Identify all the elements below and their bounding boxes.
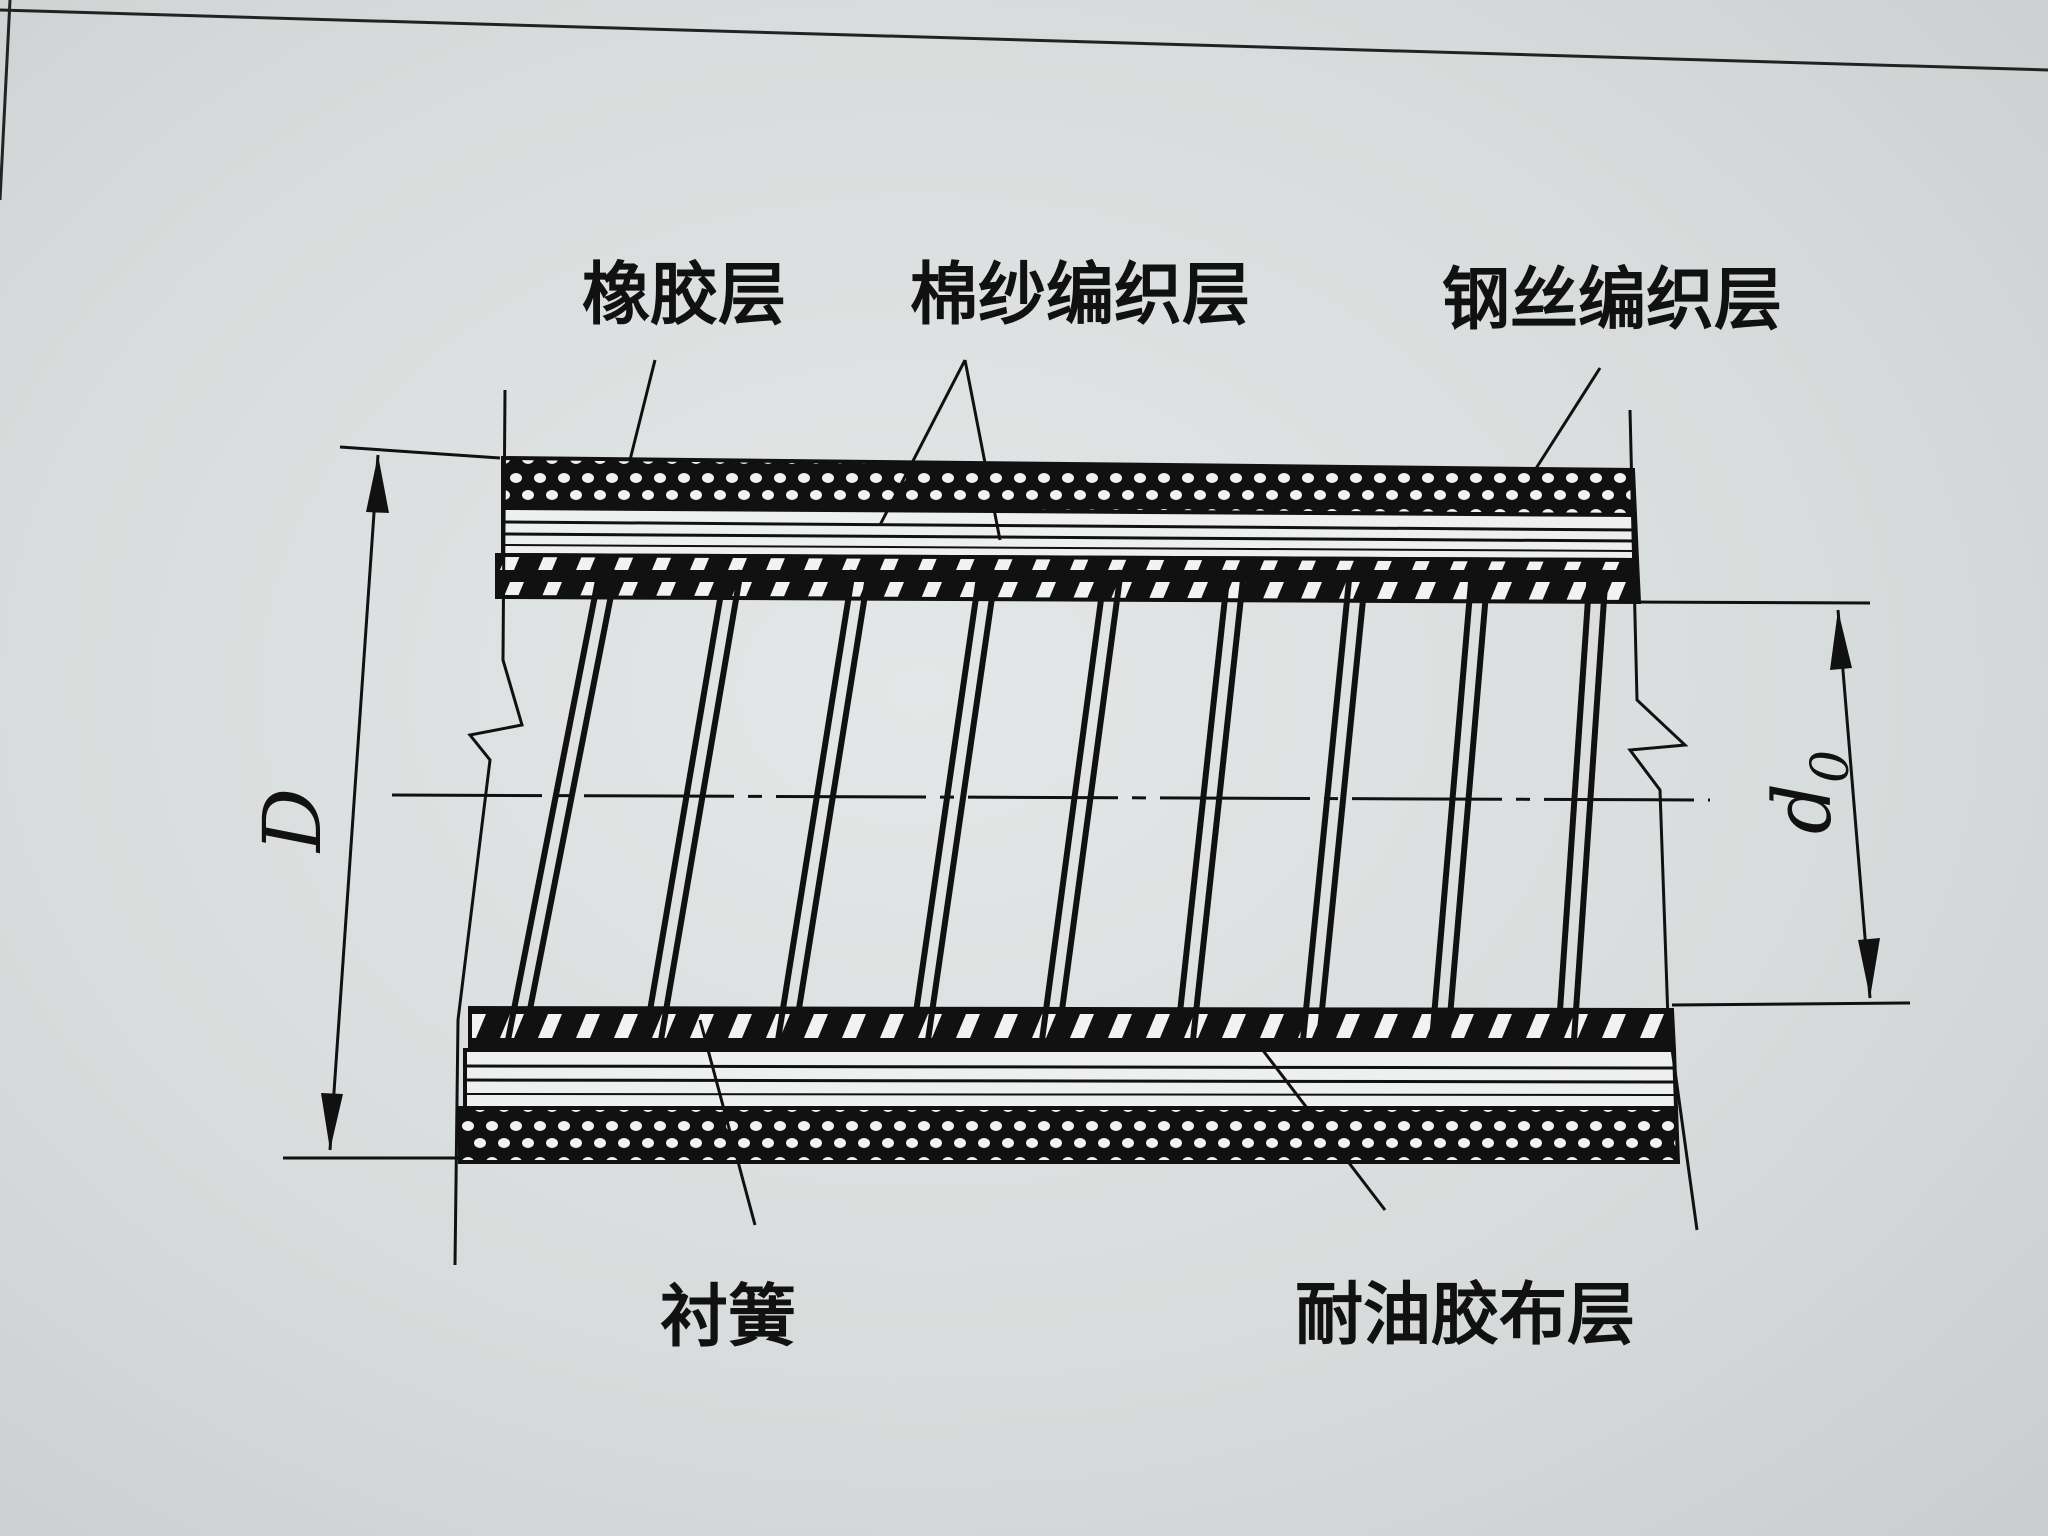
label-steel-wire-braid-layer: 钢丝编织层 [1442,261,1782,340]
extension-line-bottom [1671,1001,1911,1007]
bottom-cotton-line [464,1078,1676,1084]
spring-coil [909,569,999,1041]
spring-coil [1300,569,1369,1041]
dimension-label-d0: d0 [1756,750,1861,834]
dimension-line-d0 [1836,609,1872,999]
left-break-line [453,389,524,1266]
leader-steel-braid [1533,367,1602,471]
arrow-up-icon [366,455,389,513]
spring-coil [505,569,619,1041]
leader-liner-spring [698,1019,757,1226]
bottom-cotton-line [464,1093,1676,1096]
bottom-cotton-line [464,1064,1676,1070]
label-cotton-braid-layer: 棉纱编织层 [910,256,1250,335]
bottom-rubber-layer [458,1106,1681,1164]
spring-coil [1039,569,1124,1041]
label-rubber-layer: 橡胶层 [582,256,786,335]
page-frame-left [0,0,12,201]
spring-coil [1555,569,1609,1041]
top-wall [495,455,1642,605]
top-cotton-line [502,520,1637,532]
label-oil-resistant-cloth-layer: 耐油胶布层 [1295,1276,1635,1355]
outer-diameter-dimension: D [246,445,501,1160]
bottom-wall [458,1005,1681,1164]
spring-coil [1429,569,1491,1041]
spring-coil [775,569,872,1041]
arrow-up-icon [1830,610,1852,670]
leader-lines [628,359,1602,1226]
right-break-line [1627,409,1699,1231]
liner-spring-coils [505,569,1609,1041]
top-rubber-layer [501,455,1638,518]
spring-coil [642,569,744,1041]
d0-subscript: 0 [1801,750,1861,783]
top-cotton-line [502,532,1637,543]
dimension-label-D: D [246,788,339,854]
leader-cotton-braid-1 [878,359,967,526]
d0-base: d [1756,783,1849,834]
leader-oil-cloth [1253,1039,1387,1211]
top-cotton-line [502,544,1637,552]
leader-rubber-layer [628,359,657,461]
extension-line-top [339,445,501,460]
dimension-line-D [328,454,380,1151]
arrow-down-icon [321,1093,343,1150]
arrow-down-icon [1858,938,1880,998]
page-frame-top [0,8,2048,72]
leader-cotton-braid-2 [963,359,1002,541]
extension-line-top [1634,600,1871,605]
center-line [391,793,1711,802]
label-liner-spring: 衬簧 [660,1278,796,1357]
inner-diameter-dimension: d0 [1634,600,1911,1007]
spring-coil [1174,569,1247,1041]
